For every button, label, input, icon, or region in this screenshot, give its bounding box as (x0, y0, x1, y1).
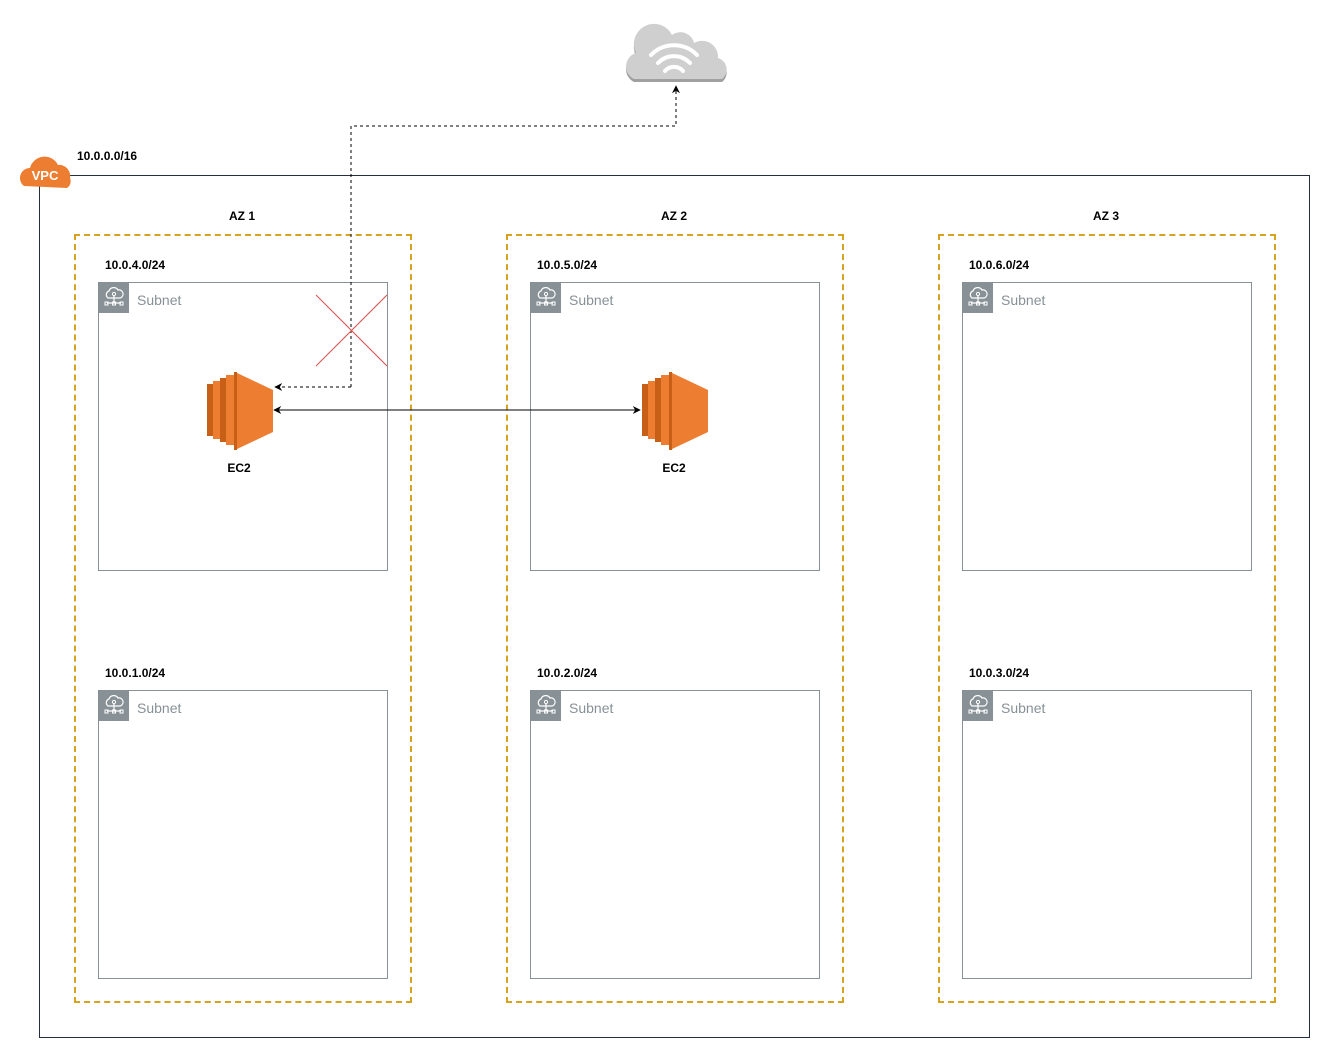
availability-zone-2 (506, 234, 844, 1003)
availability-zone-1 (74, 234, 412, 1003)
subnet-label: Subnet (569, 292, 614, 308)
az-label: AZ 2 (660, 209, 687, 223)
subnet-label: Subnet (569, 700, 614, 716)
ec2-label: EC2 (227, 461, 251, 475)
vpc-container (39, 175, 1310, 1038)
subnet-box: Subnet (530, 690, 820, 979)
subnet-icon (963, 691, 993, 721)
internet-connection-dashed (350, 85, 680, 387)
subnet-cidr: 10.0.6.0/24 (969, 258, 1030, 272)
subnet-icon (99, 283, 129, 313)
subnet-icon (531, 691, 561, 721)
az-label: AZ 1 (228, 209, 255, 223)
subnet-cidr: 10.0.5.0/24 (537, 258, 598, 272)
internet-cloud-icon (626, 23, 727, 82)
subnet-icon (531, 283, 561, 313)
vpc-badge-icon: VPC (20, 156, 71, 188)
subnet-cidr: 10.0.4.0/24 (105, 258, 166, 272)
subnet-cidr: 10.0.1.0/24 (105, 666, 166, 680)
subnet-label: Subnet (137, 700, 182, 716)
subnet-icon (99, 691, 129, 721)
vpc-cidr-label: 10.0.0.0/16 (77, 149, 138, 163)
subnet-label: Subnet (1001, 292, 1046, 308)
subnet-cidr: 10.0.2.0/24 (537, 666, 598, 680)
subnet-box: Subnet (962, 282, 1252, 571)
vpc-badge-label: VPC (32, 168, 59, 183)
subnet-label: Subnet (1001, 700, 1046, 716)
az-label: AZ 3 (1092, 209, 1119, 223)
ec2-instance-icon (207, 372, 273, 450)
subnet-box: Subnet (98, 690, 388, 979)
subnet-cidr: 10.0.3.0/24 (969, 666, 1030, 680)
subnet-box: Subnet (962, 690, 1252, 979)
availability-zone-3 (938, 234, 1276, 1003)
ec2-instance-icon (642, 372, 708, 450)
subnet-icon (963, 283, 993, 313)
ec2-label: EC2 (662, 461, 686, 475)
subnet-label: Subnet (137, 292, 182, 308)
blocked-x-icon (315, 294, 388, 367)
